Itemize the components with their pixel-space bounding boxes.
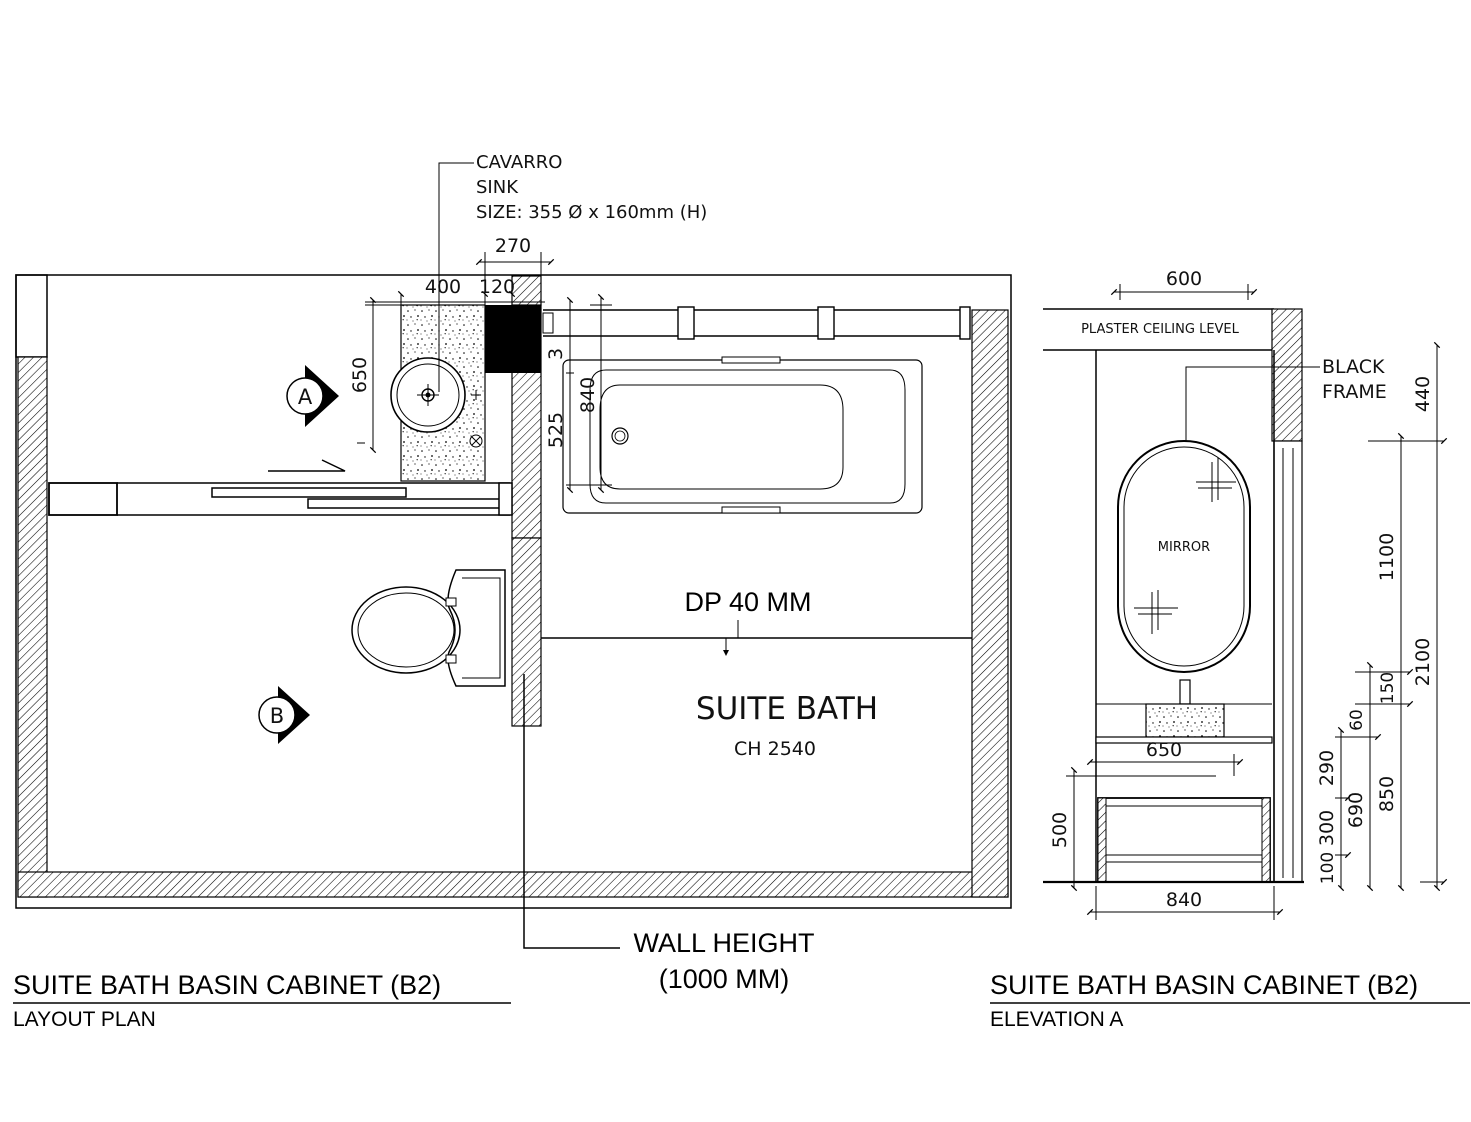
dim-120: 120	[479, 276, 515, 298]
elevation-subtitle: ELEVATION A	[990, 1008, 1123, 1031]
cabinet-elevation	[1097, 797, 1271, 883]
tap-elevation	[1179, 679, 1191, 705]
room-name: SUITE BATH	[696, 691, 878, 727]
dim-290: 290	[1316, 750, 1338, 786]
sink-note-line-1: CAVARRO	[476, 152, 562, 173]
frame-note-line-1: BLACK	[1322, 356, 1385, 378]
glint-icon	[1134, 458, 1236, 634]
section-marker-a: A	[286, 365, 339, 427]
dim-3: 3	[545, 348, 567, 360]
plan-dimensions: 270 400 120 650 3 525 840	[349, 235, 612, 494]
dim-840-elev: 840	[1166, 889, 1202, 911]
plan-wall-left	[17, 356, 48, 898]
wall-height-leader	[523, 674, 620, 949]
dim-850: 850	[1376, 776, 1398, 812]
dim-60: 60	[1347, 709, 1367, 731]
dim-840: 840	[577, 377, 599, 413]
dim-690: 690	[1345, 792, 1367, 828]
elevation-ceiling-hatch	[1271, 308, 1303, 442]
frame-note-line-2: FRAME	[1322, 381, 1387, 403]
frame-leader	[1185, 366, 1320, 441]
tap-symbol	[469, 390, 483, 448]
countertop-elevation	[1095, 736, 1273, 744]
dim-650: 650	[349, 357, 371, 393]
shower-rail	[542, 306, 971, 340]
dim-500: 500	[1049, 812, 1071, 848]
layout-plan: A B CAVARRO SINK SIZE: 355 Ø x 160mm (H)…	[13, 152, 1012, 1031]
dim-600: 600	[1166, 268, 1202, 290]
sink-note-line-2: SINK	[476, 177, 519, 198]
marker-a-label: A	[298, 385, 313, 409]
dim-1100: 1100	[1376, 533, 1398, 581]
plan-outline	[15, 274, 1012, 909]
dim-650-elev: 650	[1146, 739, 1182, 761]
dim-400: 400	[425, 276, 461, 298]
sink-note-line-3: SIZE: 355 Ø x 160mm (H)	[476, 202, 707, 223]
black-frame-block	[485, 305, 541, 373]
plan-wall-bottom	[17, 871, 1009, 898]
dim-150: 150	[1378, 672, 1398, 704]
plan-subtitle: LAYOUT PLAN	[13, 1008, 156, 1031]
dim-100: 100	[1318, 852, 1338, 884]
bathtub	[562, 356, 923, 514]
toilet	[351, 569, 506, 687]
dim-300: 300	[1316, 810, 1338, 846]
wall-note-line-2: (1000 MM)	[659, 964, 790, 994]
sliding-door	[48, 459, 513, 516]
plan-jamb-left	[15, 274, 48, 358]
wall-note-line-1: WALL HEIGHT	[633, 928, 814, 958]
marker-b-label: B	[270, 704, 284, 728]
sink-callout: CAVARRO SINK SIZE: 355 Ø x 160mm (H)	[438, 152, 707, 392]
sink-bowl	[390, 357, 466, 433]
basin-elevation	[1145, 703, 1225, 738]
mirror-label: MIRROR	[1158, 540, 1210, 555]
elevation-dimensions: 600 440 2100 1100 850 150 60 690 290 300…	[1049, 268, 1448, 920]
mirror: MIRROR	[1117, 440, 1251, 673]
dp-label: DP 40 MM	[684, 587, 811, 617]
elevation-title: SUITE BATH BASIN CABINET (B2)	[990, 970, 1418, 1000]
elevation-side-panel	[1273, 440, 1303, 883]
dim-270: 270	[495, 235, 531, 257]
dim-440: 440	[1412, 376, 1434, 412]
plan-wall-right	[971, 309, 1009, 898]
ceiling-label: PLASTER CEILING LEVEL	[1081, 322, 1240, 337]
dim-2100: 2100	[1412, 638, 1434, 686]
dim-525: 525	[545, 412, 567, 448]
plan-partition-lower	[511, 537, 542, 727]
elevation-a: PLASTER CEILING LEVEL MIRROR	[990, 268, 1470, 1031]
room-ceiling-height: CH 2540	[734, 738, 816, 760]
section-marker-b: B	[258, 686, 310, 744]
plan-title: SUITE BATH BASIN CABINET (B2)	[13, 970, 441, 1000]
